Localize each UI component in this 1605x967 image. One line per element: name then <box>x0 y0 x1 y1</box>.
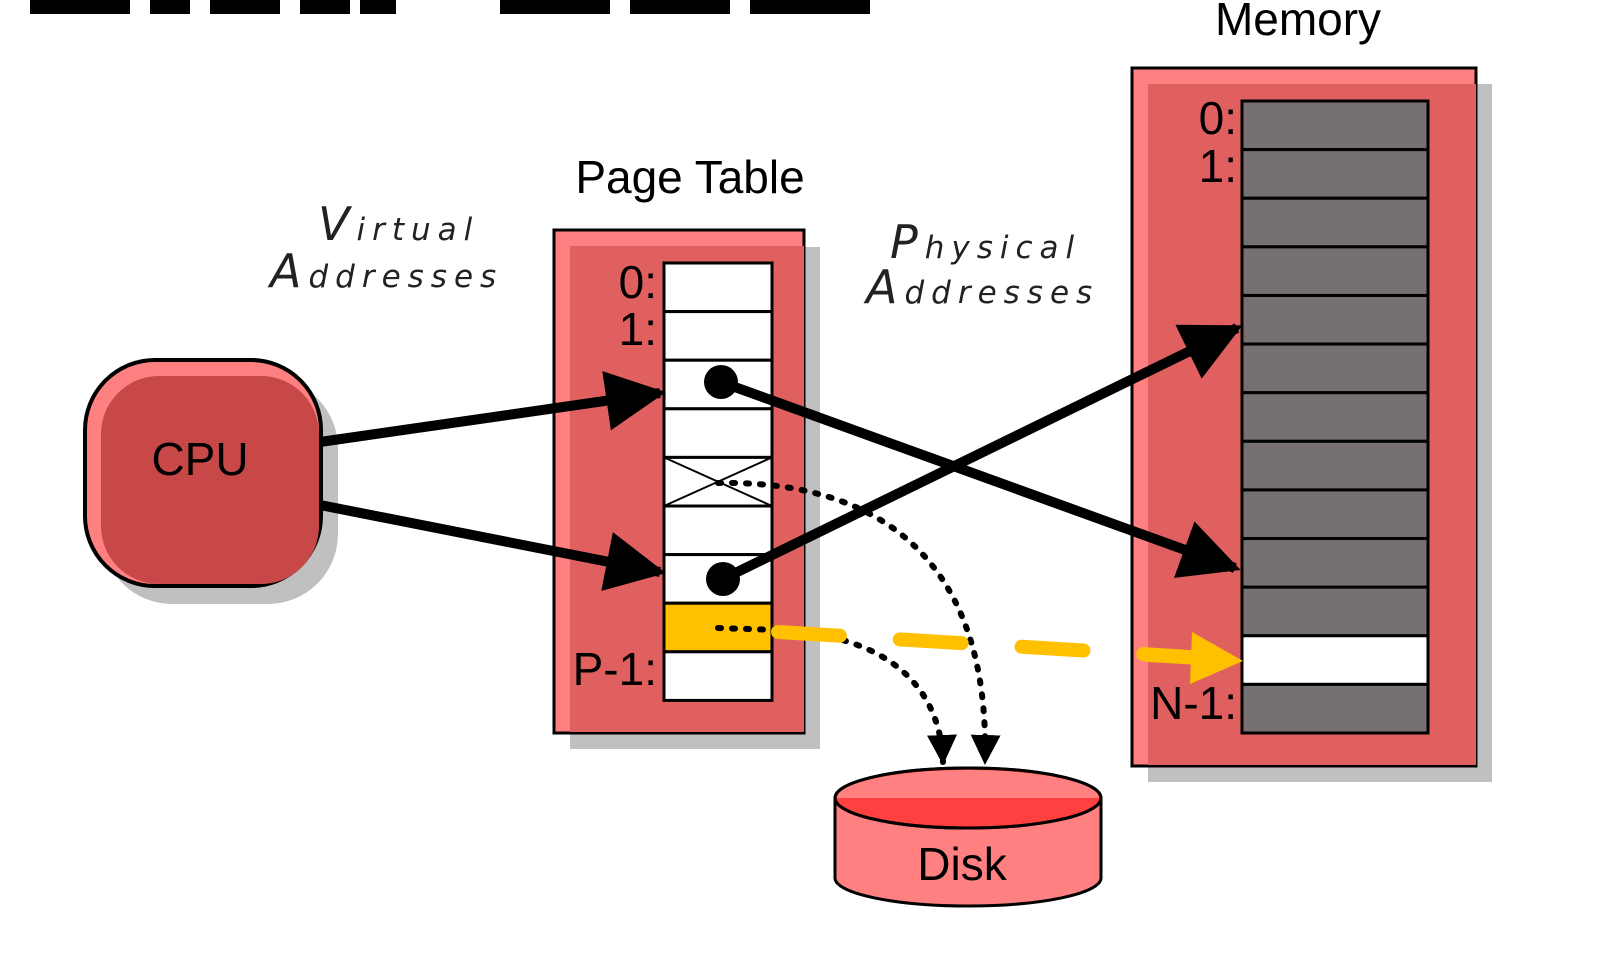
physical-cap: P <box>890 215 925 269</box>
svg-text:Virtual: Virtual <box>318 197 479 251</box>
memory-slot-12 <box>1240 682 1430 735</box>
yellow-dashed-line <box>771 625 1197 664</box>
cpu-to-page-table-arrow-2 <box>319 500 666 591</box>
memory-slot-2 <box>1240 196 1430 249</box>
page-table-entry-0 <box>662 261 774 314</box>
page-table-index-1: 1: <box>619 303 657 355</box>
yellow-arrowhead <box>1190 632 1243 684</box>
memory-title: Memory <box>1215 0 1381 45</box>
cpu-inner <box>101 376 319 584</box>
page-table-title: Page Table <box>575 151 804 203</box>
virtual-addresses-label: Virtual Addresses <box>267 197 503 298</box>
page-table-index-last: P-1: <box>573 643 657 695</box>
addresses-rest: ddresses <box>308 259 503 295</box>
page-table-entry-5 <box>662 504 774 557</box>
memory-slot-6 <box>1240 391 1430 443</box>
memory-slot-1 <box>1240 148 1430 200</box>
memory-slot-0 <box>1240 99 1430 152</box>
page-table-entries <box>662 261 774 702</box>
memory-slot-9 <box>1240 537 1430 589</box>
physical-rest: hysical <box>925 230 1081 266</box>
virtual-cap: V <box>318 197 356 251</box>
disk-label: Disk <box>917 838 1007 890</box>
memory-slot-11 <box>1240 634 1430 686</box>
memory: 0: 1: N-1: <box>1130 66 1492 782</box>
page-table-entry-3 <box>662 407 774 459</box>
pte-to-memory-arrow-2 <box>720 323 1243 584</box>
memory-slot-3 <box>1240 245 1430 297</box>
disk-top-outline <box>833 766 1103 830</box>
svg-text:Addresses: Addresses <box>267 244 503 298</box>
svg-text:Addresses: Addresses <box>863 260 1099 314</box>
pte-to-memory-arrow-1 <box>719 377 1241 578</box>
phys-addresses-rest: ddresses <box>904 275 1099 311</box>
invalid-entry-to-disk-dotted <box>715 479 1001 765</box>
page-table-entry-8 <box>662 650 774 702</box>
memory-slot-5 <box>1240 342 1430 395</box>
physical-addresses-label: Physical Addresses <box>863 215 1099 314</box>
memory-index-last: N-1: <box>1150 677 1237 729</box>
memory-slot-10 <box>1240 585 1430 638</box>
memory-slot-4 <box>1240 293 1430 346</box>
page-table-entry-1 <box>662 310 774 362</box>
memory-slot-7 <box>1240 439 1430 492</box>
virtual-rest: irtual <box>356 212 479 248</box>
page-table-index-0: 0: <box>619 256 657 308</box>
phys-addresses-cap: A <box>863 260 904 314</box>
cpu-to-page-table-arrow-1 <box>319 371 666 447</box>
memory-slot-8 <box>1240 488 1430 541</box>
disk-top-light <box>837 770 1099 798</box>
memory-index-1: 1: <box>1199 140 1237 192</box>
page-table: 0: 1: P-1: <box>552 228 820 749</box>
memory-slots <box>1240 99 1430 735</box>
cpu-block: CPU <box>83 358 338 604</box>
svg-text:Physical: Physical <box>890 215 1081 269</box>
cpu-label: CPU <box>151 433 248 485</box>
partial-heading <box>30 0 870 14</box>
disk: Disk <box>833 766 1103 908</box>
addresses-cap: A <box>267 244 308 298</box>
memory-index-0: 0: <box>1199 92 1237 144</box>
